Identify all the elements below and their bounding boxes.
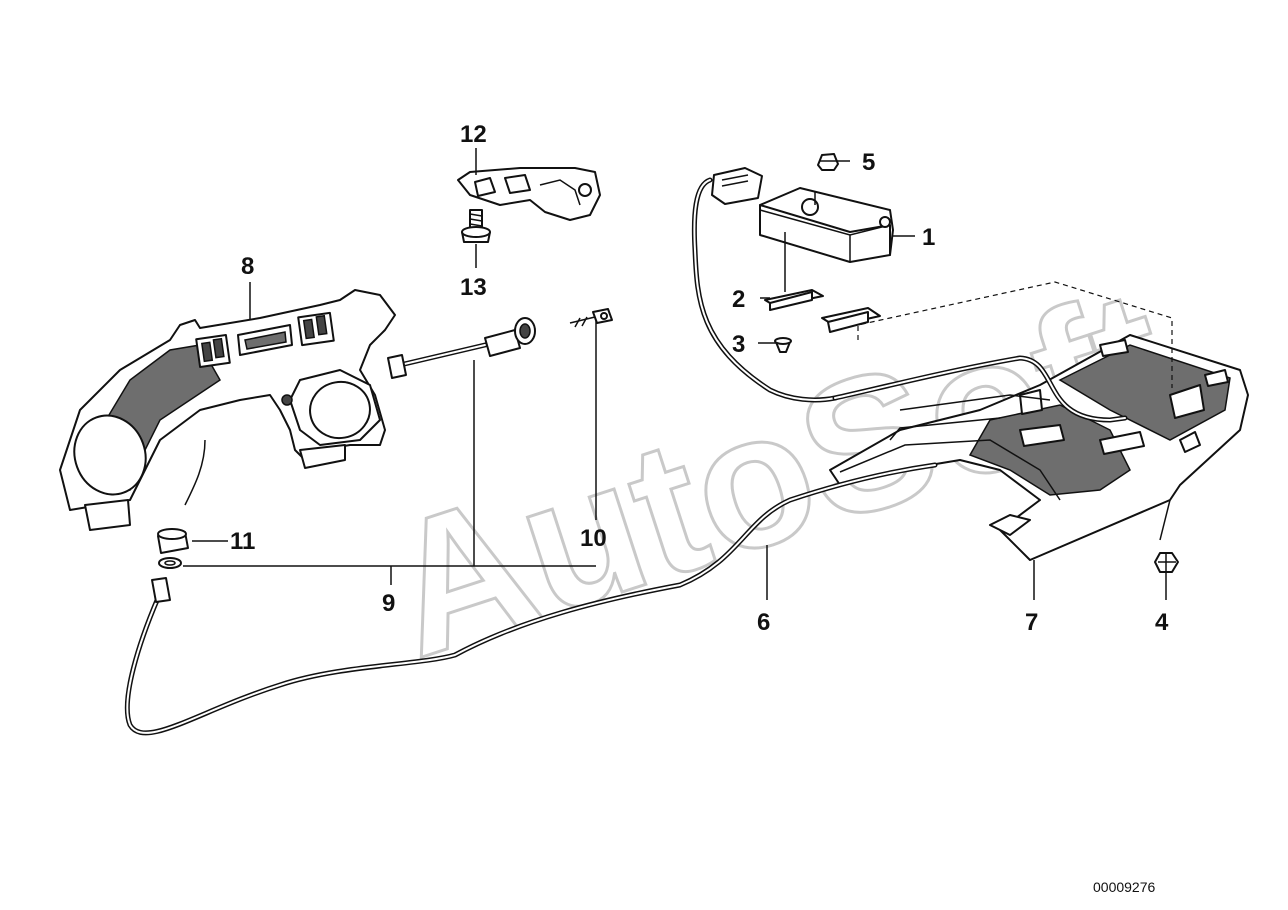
callout-5: 5 [862, 149, 875, 176]
callout-9: 9 [382, 590, 395, 617]
screw-drawing [774, 337, 792, 353]
callout-12: 12 [460, 121, 487, 148]
housing-cable-drawing [832, 355, 1128, 423]
callout-11: 11 [230, 528, 255, 555]
panel-drawing [59, 289, 396, 531]
reference-dash-1 [857, 281, 1173, 388]
lock-cylinder-drawing [387, 317, 536, 379]
callout-6: 6 [757, 609, 770, 636]
key-drawing [569, 308, 613, 328]
bolt-drawing [461, 209, 491, 243]
callout-3: 3 [732, 331, 745, 358]
callout-7: 7 [1025, 609, 1038, 636]
leader-lines [183, 148, 1167, 600]
connector-drawing [691, 167, 838, 403]
callout-8: 8 [241, 253, 254, 280]
holder-drawing [457, 167, 601, 221]
catalog-number: 00009276 [1093, 879, 1156, 895]
nut-drawing [1154, 552, 1179, 573]
bracket-drawing [764, 232, 881, 333]
rear-housing-drawing [829, 334, 1249, 561]
control-unit-drawing [759, 187, 894, 263]
grommet-drawing [157, 528, 189, 569]
callout-10: 10 [580, 525, 607, 552]
callout-13: 13 [460, 274, 487, 301]
callout-4: 4 [1155, 609, 1169, 636]
callout-1: 1 [922, 224, 935, 251]
cap-nut-drawing [817, 153, 839, 171]
long-cable-drawing [124, 439, 938, 736]
callout-2: 2 [732, 286, 745, 313]
